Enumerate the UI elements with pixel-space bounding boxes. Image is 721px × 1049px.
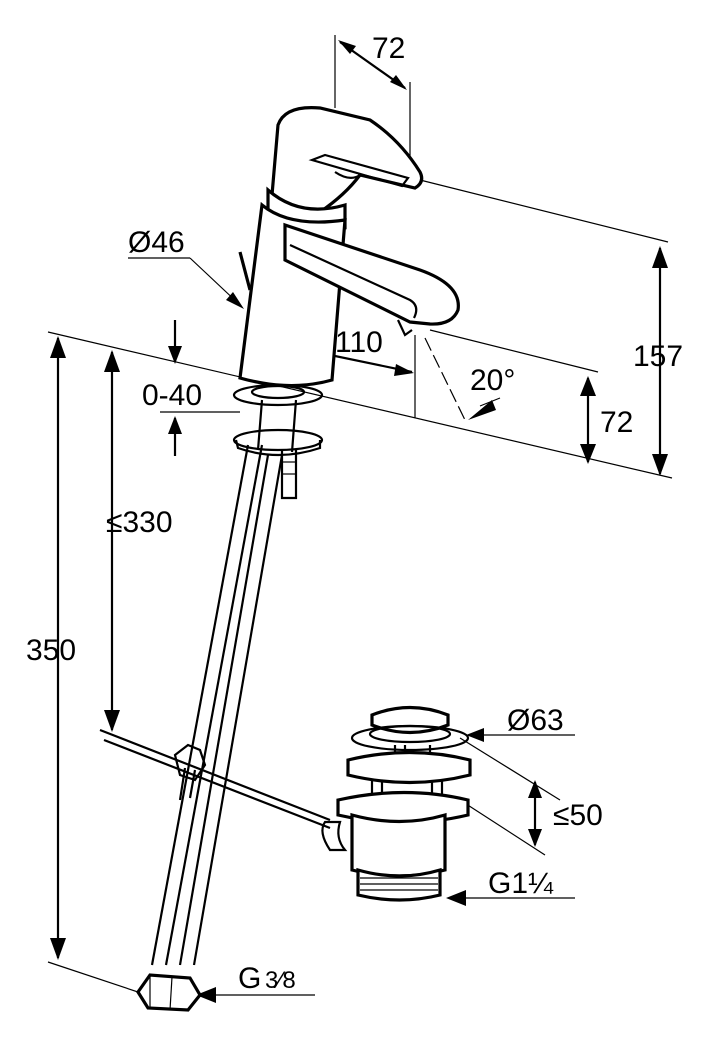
label-hose-length: 350 [26,634,76,667]
label-total-height: 157 [633,340,683,373]
label-hose-thread-fraction: 3⁄8 [265,967,296,994]
label-waste-diameter: Ø63 [507,704,564,737]
dimension-lines [47,35,673,1003]
label-spout-height: 72 [600,406,633,439]
label-body-diameter: Ø46 [128,226,185,259]
faucet-body [232,106,460,500]
waste-valve [336,705,472,902]
label-waste-thread: G1¼ [488,867,554,900]
supply-hoses [136,444,284,1012]
label-spout-reach: 110 [335,326,383,359]
label-lever-width: 72 [372,32,405,65]
label-deck-thickness: 0-40 [142,379,202,412]
label-waste-height: ≤50 [553,799,603,832]
label-swivel-angle: 20° [470,364,515,397]
label-hose-thread: G [238,962,261,995]
label-hose-length-min: ≤330 [106,506,173,539]
popup-linkage [99,728,348,852]
